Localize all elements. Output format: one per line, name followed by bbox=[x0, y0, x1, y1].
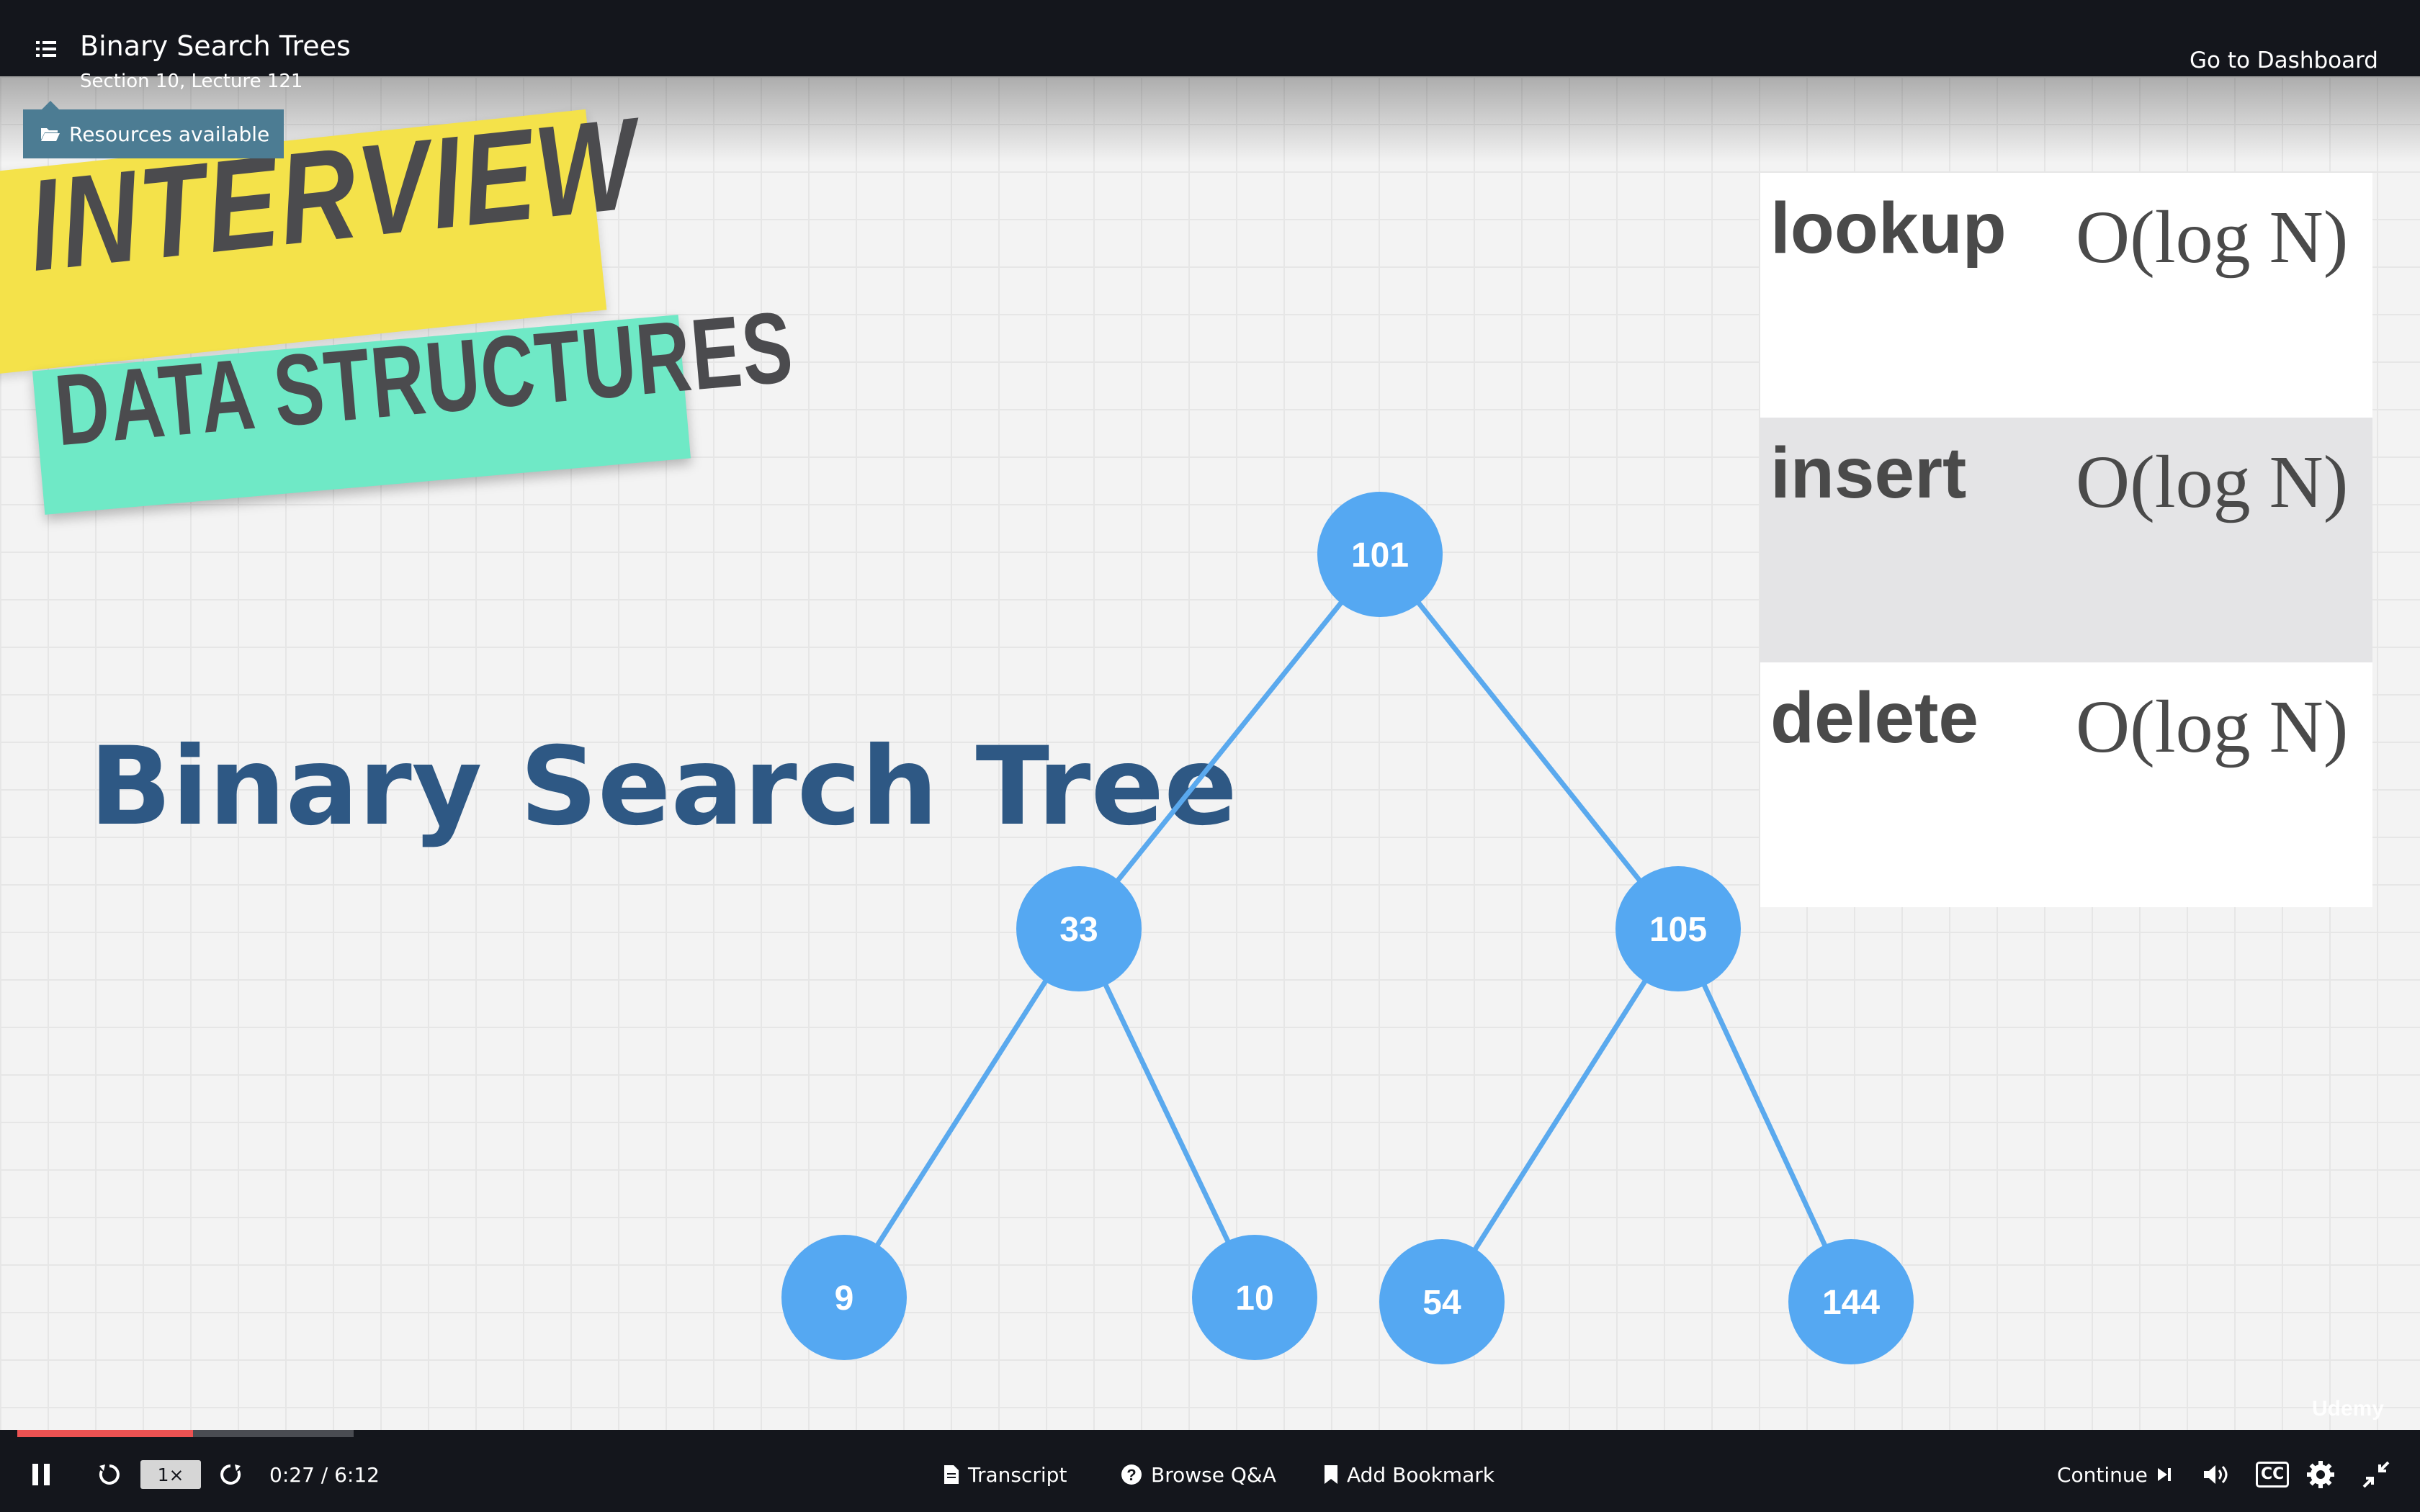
question-circle-icon: ? bbox=[1121, 1464, 1142, 1485]
tree-node-33 bbox=[1016, 866, 1142, 991]
transcript-label: Transcript bbox=[968, 1462, 1067, 1487]
exit-fullscreen-button[interactable] bbox=[2362, 1437, 2390, 1512]
pause-button[interactable] bbox=[30, 1437, 52, 1512]
tree-node-label: 144 bbox=[1822, 1284, 1880, 1322]
continue-button[interactable]: Continue bbox=[2057, 1437, 2172, 1512]
forward-icon bbox=[220, 1464, 241, 1485]
progress-played bbox=[17, 1430, 193, 1437]
browse-qa-label: Browse Q&A bbox=[1151, 1462, 1276, 1487]
tree-node-label: 33 bbox=[1059, 911, 1098, 949]
settings-button[interactable] bbox=[2306, 1437, 2335, 1512]
go-to-dashboard-link[interactable]: Go to Dashboard bbox=[2189, 48, 2378, 73]
edge-101-105 bbox=[1378, 552, 1680, 931]
tree-edges bbox=[842, 552, 1854, 1303]
tree-node-10 bbox=[1192, 1235, 1317, 1360]
big-o-value: O(log N) bbox=[2076, 441, 2349, 523]
exit-fullscreen-icon bbox=[2362, 1461, 2390, 1488]
rewind-button[interactable] bbox=[97, 1437, 122, 1512]
edge-105-54 bbox=[1440, 927, 1680, 1303]
current-time-duration: 0:27 / 6:12 bbox=[269, 1462, 380, 1487]
list-menu-icon[interactable] bbox=[35, 37, 58, 60]
complexity-row-delete: delete O(log N) bbox=[1760, 662, 2372, 907]
tree-node-144 bbox=[1788, 1239, 1914, 1364]
tree-node-label: 9 bbox=[835, 1279, 854, 1318]
bookmark-icon bbox=[1325, 1465, 1337, 1484]
svg-text:?: ? bbox=[1126, 1466, 1136, 1484]
operation-label: insert bbox=[1770, 433, 1967, 513]
tree-node-54 bbox=[1379, 1239, 1505, 1364]
document-icon bbox=[944, 1465, 959, 1484]
gear-icon bbox=[2307, 1461, 2334, 1488]
rewind-icon bbox=[99, 1464, 120, 1485]
big-o-value: O(log N) bbox=[2076, 685, 2349, 768]
resources-button[interactable]: Resources available bbox=[23, 101, 284, 158]
big-o-value: O(log N) bbox=[2076, 196, 2349, 279]
lecture-title: Binary Search Trees bbox=[80, 30, 351, 62]
complexity-row-lookup: lookup O(log N) bbox=[1760, 173, 2372, 418]
edge-33-10 bbox=[1076, 927, 1258, 1299]
volume-button[interactable] bbox=[2202, 1437, 2231, 1512]
captions-label: CC bbox=[2256, 1462, 2290, 1488]
playback-speed-value: 1× bbox=[140, 1460, 201, 1489]
tree-node-9 bbox=[781, 1235, 907, 1360]
video-progress-bar[interactable] bbox=[0, 1430, 2420, 1437]
add-bookmark-button[interactable]: Add Bookmark bbox=[1324, 1437, 1494, 1512]
playback-speed-button[interactable]: 1× bbox=[140, 1437, 201, 1512]
tree-node-label: 10 bbox=[1235, 1279, 1273, 1318]
folder-open-icon bbox=[41, 128, 60, 141]
operation-label: lookup bbox=[1770, 188, 2007, 269]
add-bookmark-label: Add Bookmark bbox=[1347, 1462, 1494, 1487]
complexity-table: lookup O(log N) insert O(log N) delete O… bbox=[1760, 173, 2372, 907]
time-display: 0:27 / 6:12 bbox=[269, 1437, 380, 1512]
skip-next-icon bbox=[2157, 1468, 2171, 1481]
edge-33-9 bbox=[842, 927, 1081, 1299]
video-frame[interactable]: Resources available INTERVIEW DATA STRUC… bbox=[0, 76, 2420, 1436]
complexity-row-insert: insert O(log N) bbox=[1760, 418, 2372, 662]
slide-heading: Binary Search Tree bbox=[89, 724, 1237, 850]
top-bar: Binary Search Trees Go to Dashboard bbox=[0, 0, 2420, 76]
resources-label: Resources available bbox=[69, 122, 270, 146]
tree-node-label: 54 bbox=[1422, 1284, 1461, 1322]
transcript-button[interactable]: Transcript bbox=[944, 1437, 1067, 1512]
tree-node-105 bbox=[1615, 866, 1741, 991]
volume-icon bbox=[2204, 1465, 2228, 1484]
pause-icon bbox=[32, 1464, 50, 1485]
edge-105-144 bbox=[1675, 927, 1854, 1303]
continue-label: Continue bbox=[2057, 1462, 2148, 1487]
tree-node-label: 105 bbox=[1649, 911, 1707, 949]
udemy-watermark: Udemy bbox=[2311, 1397, 2384, 1421]
captions-button[interactable]: CC bbox=[2256, 1437, 2290, 1512]
lecture-subtitle: Section 10, Lecture 121 bbox=[80, 71, 303, 92]
tree-node-101 bbox=[1317, 492, 1443, 617]
operation-label: delete bbox=[1770, 678, 1979, 758]
tree-node-label: 101 bbox=[1351, 536, 1409, 575]
browse-qa-button[interactable]: ? Browse Q&A bbox=[1121, 1437, 1276, 1512]
edge-101-33 bbox=[1077, 552, 1382, 931]
player-controls: 1× 0:27 / 6:12 Transcript ? Browse Q&A A… bbox=[0, 1437, 2420, 1512]
forward-button[interactable] bbox=[218, 1437, 243, 1512]
binary-search-tree-diagram: 101 33 105 9 10 54 144 bbox=[781, 492, 1914, 1364]
